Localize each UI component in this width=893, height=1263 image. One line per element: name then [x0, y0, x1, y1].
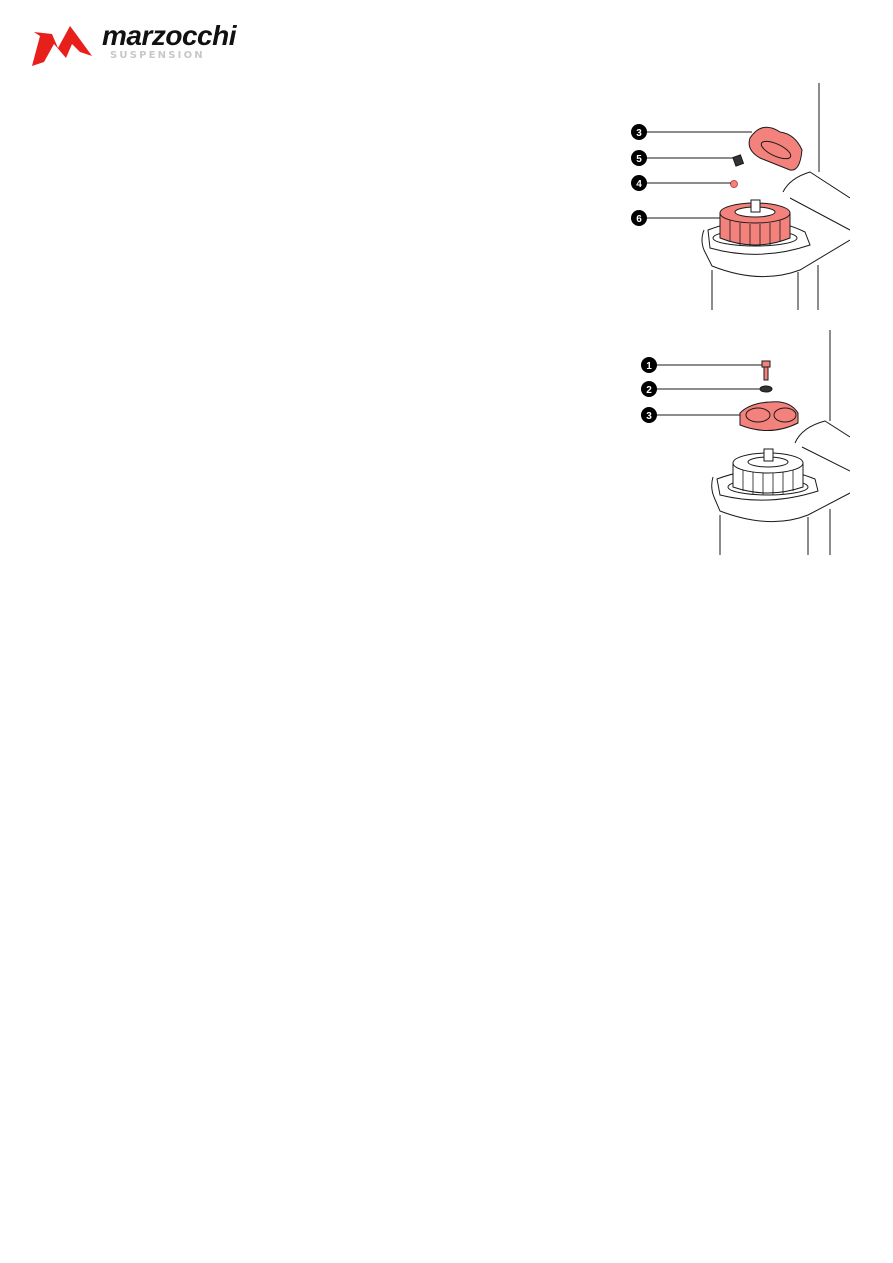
set-screw-part	[732, 154, 745, 167]
marzocchi-m-logo-icon	[32, 26, 92, 66]
adjuster-knob-part	[748, 126, 803, 171]
svg-text:2: 2	[646, 385, 652, 396]
callout-2: 2	[641, 381, 760, 397]
exploded-view-top-cap: 3 5 4 6	[600, 80, 851, 315]
svg-text:5: 5	[636, 154, 642, 165]
svg-text:4: 4	[636, 179, 642, 190]
brand-subtitle: SUSPENSION	[110, 50, 205, 61]
brand-name: marzocchi	[102, 20, 237, 51]
adjuster-knob-part	[739, 401, 799, 431]
top-cap-part	[719, 199, 791, 246]
svg-text:3: 3	[646, 411, 652, 422]
svg-text:3: 3	[636, 128, 642, 139]
callout-4: 4	[631, 175, 731, 191]
marzocchi-logo: marzocchi SUSPENSION	[30, 18, 237, 70]
detent-ball-part	[730, 180, 738, 188]
callout-6: 6	[631, 210, 720, 226]
exploded-view-knob-bolt: 1 2 3	[620, 325, 851, 560]
callout-1: 1	[641, 357, 762, 373]
bolt-part	[761, 360, 771, 381]
washer-part	[759, 385, 773, 393]
callout-3: 3	[641, 407, 740, 423]
svg-text:1: 1	[646, 361, 652, 372]
callout-3: 3	[631, 124, 752, 140]
svg-text:6: 6	[636, 214, 642, 225]
callout-5: 5	[631, 150, 734, 166]
